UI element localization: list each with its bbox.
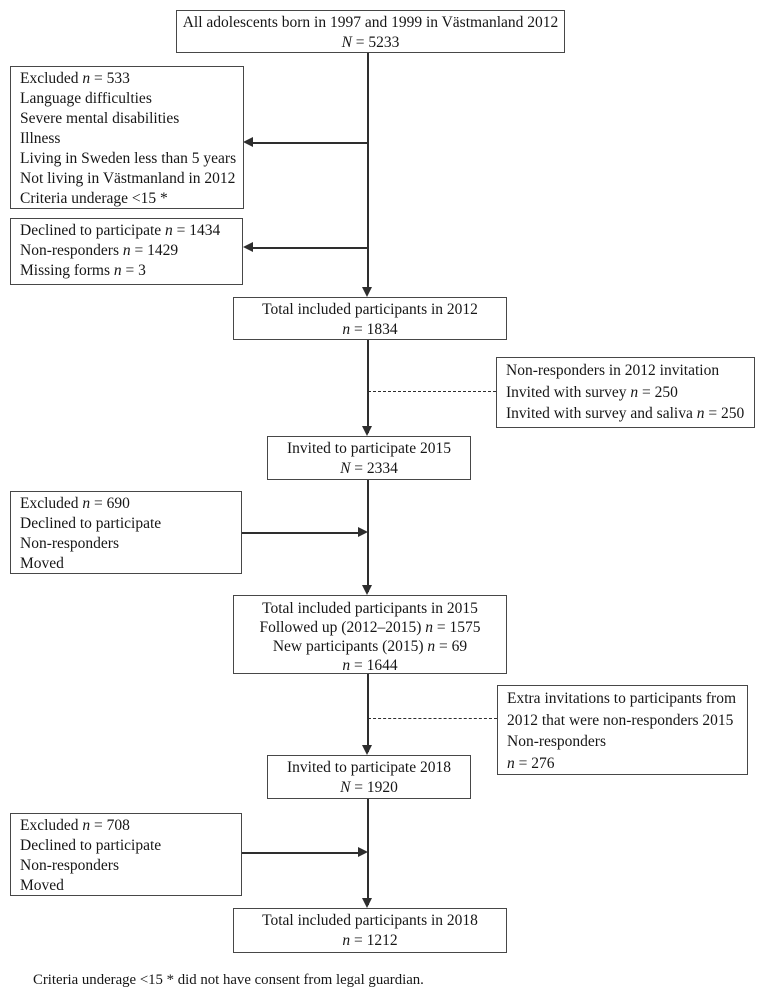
- box-text-line: Total included participants in 2015: [262, 600, 478, 617]
- box-text-line: Excluded n = 690: [20, 495, 130, 512]
- box-text-line: 2012 that were non-responders 2015: [507, 711, 734, 729]
- connector-trunk-2: [367, 340, 369, 433]
- box-text-line: Missing forms n = 3: [20, 262, 146, 279]
- box-text-line: Extra invitations to participants from: [507, 690, 737, 707]
- box-text-line: Declined to participate: [20, 837, 162, 854]
- box-text-line: All adolescents born in 1997 and 1999 in…: [182, 14, 559, 31]
- box-text-line: Not living in Västmanland in 2012: [20, 170, 236, 187]
- box-text-line: Total included participants in 2012: [262, 301, 478, 318]
- box-text-line: n = 1212: [342, 932, 398, 949]
- arrowhead-down-total-2012: [362, 287, 372, 297]
- box-total-2015: Total included participants in 2015 Foll…: [233, 595, 507, 674]
- arrowhead-down-total-2015: [362, 585, 372, 595]
- box-text-line: Invited to participate 2015: [287, 440, 451, 457]
- box-excluded-2015: Excluded n = 690 Declined to participate…: [10, 491, 242, 574]
- box-total-2018: Total included participants in 2018 n = …: [233, 908, 507, 953]
- box-text-line: Non-responders: [20, 535, 120, 552]
- box-text-line: Non-responders: [20, 857, 120, 874]
- box-text-line: Moved: [20, 877, 64, 894]
- arrowhead-down-invited-2015: [362, 426, 372, 436]
- box-text-line: Excluded n = 708: [20, 817, 130, 834]
- arrowhead-right-from-excluded-2018: [358, 847, 368, 857]
- connector-excluded-2018: [242, 852, 360, 854]
- box-text-line: n = 1644: [342, 657, 398, 674]
- box-text-line: Moved: [20, 555, 64, 572]
- box-text-line: Followed up (2012–2015) n = 1575: [259, 619, 481, 636]
- connector-trunk-4: [367, 674, 369, 752]
- box-text-line: Illness: [20, 130, 61, 147]
- box-text-line: Non-responders in 2012 invitation: [506, 362, 720, 379]
- connector-excluded-2015: [242, 532, 360, 534]
- connector-declined-2012: [250, 247, 368, 249]
- box-population-2012: All adolescents born in 1997 and 1999 in…: [176, 10, 565, 53]
- dashed-connector-nonresponders-2012: [368, 391, 496, 392]
- box-extra-invitations-2015: Extra invitations to participants from 2…: [497, 685, 748, 775]
- box-text-line: Criteria underage <15 *: [20, 190, 168, 207]
- dashed-connector-extra-invitations: [368, 718, 497, 719]
- box-text-line: Non-responders n = 1429: [20, 242, 179, 259]
- arrowhead-down-total-2018: [362, 898, 372, 908]
- box-text-line: n = 1834: [342, 321, 398, 338]
- box-declined-2012: Declined to participate n = 1434 Non-res…: [10, 218, 243, 285]
- box-text-line: Total included participants in 2018: [262, 912, 478, 929]
- box-excluded-2018: Excluded n = 708 Declined to participate…: [10, 813, 242, 896]
- box-text-line: Invited to participate 2018: [287, 759, 451, 776]
- box-invited-2018: Invited to participate 2018 N = 1920: [267, 755, 471, 799]
- connector-excluded-2012: [250, 142, 368, 144]
- box-text-line: New participants (2015) n = 69: [272, 638, 468, 655]
- box-text-line: Severe mental disabilities: [20, 110, 180, 127]
- box-text-line: N = 5233: [341, 34, 400, 51]
- box-text-line: Invited with survey and saliva n = 250: [506, 405, 745, 422]
- box-text-line: Invited with survey n = 250: [506, 383, 678, 401]
- box-nonresponders-2012-invitation: Non-responders in 2012 invitation Invite…: [496, 357, 755, 428]
- box-invited-2015: Invited to participate 2015 N = 2334: [267, 436, 471, 480]
- box-text-line: Language difficulties: [20, 90, 152, 107]
- box-text-line: Non-responders: [507, 733, 607, 750]
- box-total-2012: Total included participants in 2012 n = …: [233, 297, 507, 340]
- arrowhead-left-excluded-2012: [243, 137, 253, 147]
- box-excluded-2012: Excluded n = 533 Language difficulties S…: [10, 66, 244, 209]
- box-text-line: Declined to participate: [20, 515, 162, 532]
- arrowhead-right-from-excluded-2015: [358, 527, 368, 537]
- box-text-line: N = 2334: [340, 460, 398, 477]
- arrowhead-left-declined-2012: [243, 242, 253, 252]
- connector-trunk-1: [367, 53, 369, 293]
- box-text-line: Declined to participate n = 1434: [20, 222, 221, 239]
- arrowhead-down-invited-2018: [362, 745, 372, 755]
- box-text-line: n = 276: [507, 754, 555, 772]
- box-text-line: N = 1920: [340, 779, 398, 796]
- footnote: Criteria underage <15 * did not have con…: [33, 972, 424, 988]
- box-text-line: Excluded n = 533: [20, 70, 130, 87]
- box-text-line: Living in Sweden less than 5 years: [20, 150, 237, 167]
